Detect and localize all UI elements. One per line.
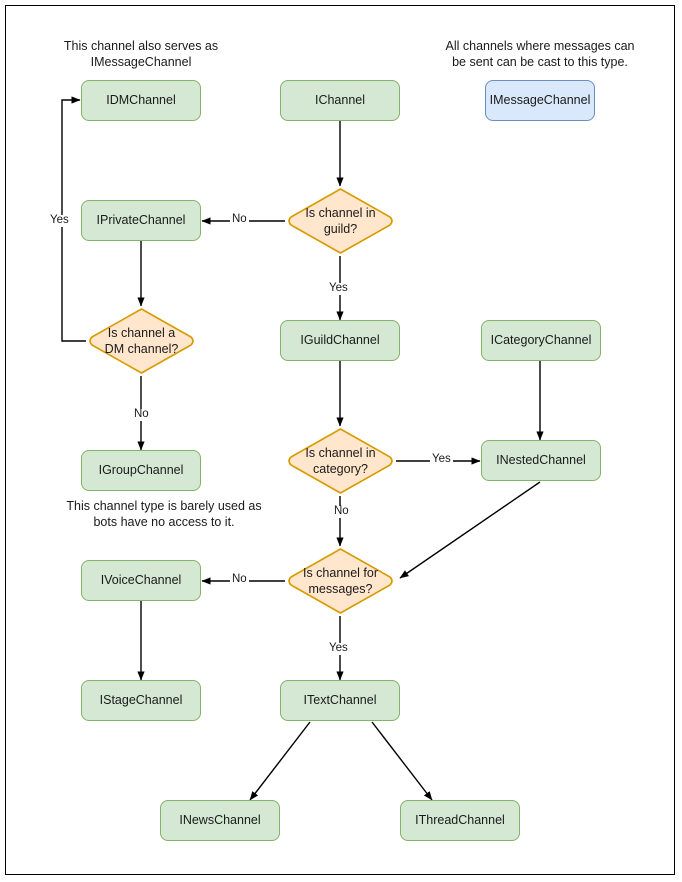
decision-label: Is channel for messages? — [302, 565, 379, 596]
caption-dm-note: This channel also serves as IMessageChan… — [63, 39, 219, 70]
edge-itext-inews — [249, 721, 311, 801]
edge-label-isdm-no: No — [132, 408, 151, 421]
edge-itext-ithread — [371, 721, 433, 801]
caption-message-note: All channels where messages can be sent … — [445, 39, 635, 70]
node-imessagechannel[interactable]: IMessageChannel — [485, 80, 595, 121]
caption-group-note: This channel type is barely used as bots… — [66, 499, 262, 530]
node-iprivatechannel[interactable]: IPrivateChannel — [81, 200, 201, 241]
edge-label-iscategory-no: No — [332, 505, 351, 518]
node-igroupchannel[interactable]: IGroupChannel — [81, 450, 201, 491]
diamond-shape — [89, 308, 194, 374]
node-iguildchannel[interactable]: IGuildChannel — [280, 320, 400, 361]
node-itextchannel[interactable]: ITextChannel — [280, 680, 400, 721]
decision-is-channel-in-category[interactable]: Is channel in category? — [285, 426, 396, 496]
decision-is-channel-a-dm-channel[interactable]: Is channel a DM channel? — [86, 306, 197, 376]
decision-is-channel-for-messages[interactable]: Is channel for messages? — [285, 546, 396, 616]
node-icategorychannel[interactable]: ICategoryChannel — [481, 320, 601, 361]
node-inewschannel[interactable]: INewsChannel — [160, 800, 280, 841]
decision-is-channel-in-guild[interactable]: Is channel in guild? — [285, 186, 396, 256]
node-ichannel[interactable]: IChannel — [280, 80, 400, 121]
node-idmchannel[interactable]: IDMChannel — [81, 80, 201, 121]
decision-label: Is channel a DM channel? — [104, 325, 179, 356]
decision-label: Is channel in guild? — [305, 205, 376, 236]
node-istagechannel[interactable]: IStageChannel — [81, 680, 201, 721]
edge-label-ismessages-yes: Yes — [327, 642, 350, 655]
node-inestedchannel[interactable]: INestedChannel — [481, 440, 601, 481]
node-ivoicechannel[interactable]: IVoiceChannel — [81, 560, 201, 601]
edge-label-isguild-yes: Yes — [327, 282, 350, 295]
edge-label-ismessages-no: No — [230, 573, 249, 586]
decision-label: Is channel in category? — [305, 445, 376, 476]
diamond-shape — [288, 428, 393, 494]
edge-label-isguild-no: No — [230, 213, 249, 226]
edge-label-iscategory-yes: Yes — [430, 453, 453, 466]
diamond-shape — [288, 548, 393, 614]
diamond-shape — [288, 188, 393, 254]
node-ithreadchannel[interactable]: IThreadChannel — [400, 800, 520, 841]
edge-label-isdm-yes: Yes — [48, 214, 71, 227]
edge-inested-ismessages — [399, 481, 541, 579]
